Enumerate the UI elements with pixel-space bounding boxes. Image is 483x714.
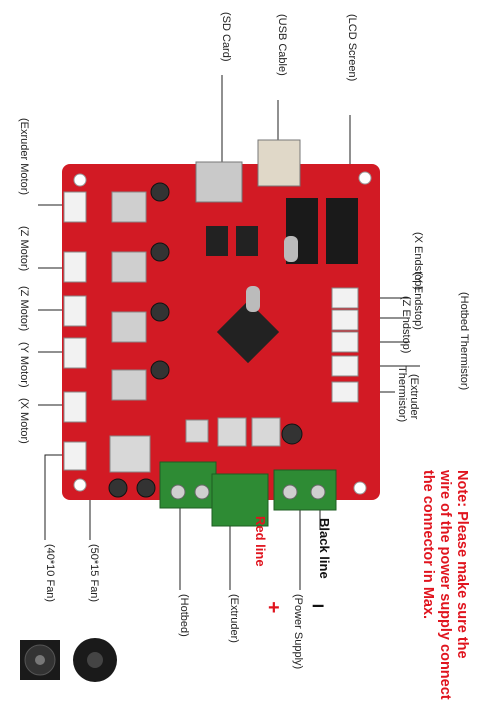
mcu-chip: [216, 300, 280, 364]
mount-hole: [73, 478, 87, 492]
red-line-label: Red line: [253, 516, 268, 567]
fan-40-label: (40*10 Fan): [44, 544, 56, 603]
crystal: [284, 236, 298, 262]
fan-50-icon: [73, 638, 117, 682]
mount-hole: [73, 173, 87, 187]
power-supply-label: (Power Supply): [292, 594, 304, 670]
y-endstop-label: (Y Endstop): [412, 272, 424, 330]
note-line-1: Note: Please make sure the: [454, 470, 470, 659]
crystal: [246, 286, 260, 312]
capacitors: [108, 182, 303, 498]
hotbed-thermistor-label: (Hotbed Thermistor): [458, 292, 470, 391]
lcd-screen-label: (LCD Screen): [346, 14, 358, 82]
power-note: Note: Please make sure the wire of the p…: [419, 470, 470, 710]
y-motor-label: (Y Motor): [18, 342, 30, 388]
motor-connectors: [63, 191, 87, 471]
black-line-label: Black line: [317, 518, 332, 579]
z-endstop-label: (Z Endstop): [400, 296, 412, 354]
fan-40-icon: [20, 640, 60, 680]
hotbed-label: (Hotbed): [178, 594, 190, 637]
terminal-blocks: [159, 461, 337, 527]
minus-symbol: –: [312, 592, 325, 617]
note-line-3: the connector in Max.: [420, 470, 436, 620]
z-motor-label-2: (Z Motor): [18, 286, 30, 332]
mount-hole: [358, 171, 372, 185]
heatsinks: [109, 417, 281, 473]
sd-card-label: (SD Card): [220, 12, 232, 62]
ic-chip: [206, 226, 228, 256]
mount-hole: [353, 481, 367, 495]
endstop-connectors: [331, 287, 359, 403]
extruder-thermistor-label-2: Thermistor): [396, 366, 408, 423]
stepper-drivers: [111, 191, 147, 401]
extruder-thermistor-label: (Extruder: [408, 374, 420, 420]
extruder-motor-label: (Exruder Motor): [18, 118, 30, 196]
plus-symbol: +: [268, 597, 280, 619]
lcd-header: [326, 198, 358, 264]
ic-chip: [236, 226, 258, 256]
z-motor-label: (Z Motor): [18, 226, 30, 272]
x-motor-label: (X Motor): [18, 398, 30, 444]
extruder-label: (Extruder): [228, 594, 240, 643]
usb-connector: [257, 139, 301, 187]
note-line-2: wire of the power supply connect: [437, 470, 453, 700]
sd-card-slot: [195, 161, 243, 203]
usb-cable-label: (USB Cable): [276, 14, 288, 76]
terminal-screws: [170, 484, 326, 500]
fan-50-label: (50*15 Fan): [88, 544, 100, 603]
